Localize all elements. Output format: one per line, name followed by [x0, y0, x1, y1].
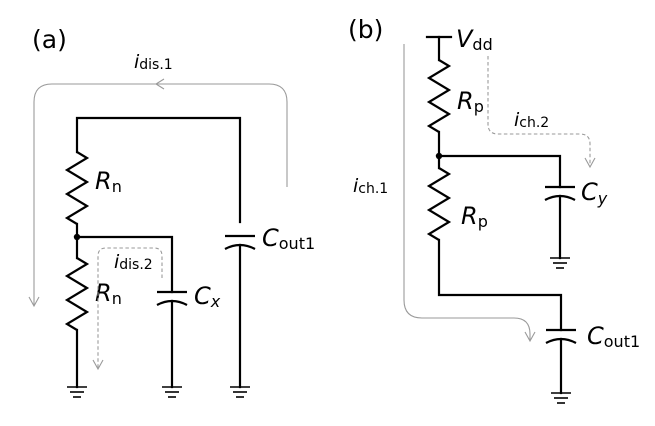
panel-a: (a) idis.1 Rn Rn idis.2	[28, 25, 315, 398]
idis1-label: idis.1	[134, 51, 173, 73]
idis2-arrow-down-icon	[92, 359, 104, 371]
panel-b: (b) Vdd ich.1 Rp ich.2 Rp	[348, 15, 640, 404]
ich2-arrow-down-icon	[584, 157, 596, 169]
rp-top-label: Rp	[457, 87, 484, 116]
ground-icon	[162, 386, 182, 398]
cx-label: Cx	[194, 282, 221, 311]
ich2-current-path	[487, 56, 591, 166]
ich1-arrow-down-icon	[524, 331, 536, 343]
ich1-label: ich.1	[353, 175, 388, 197]
idis1-arrow-left-icon	[154, 78, 165, 90]
ich1-current-path	[403, 44, 531, 340]
b-junction-dot	[435, 152, 443, 160]
ground-icon	[551, 392, 571, 404]
ground-icon	[230, 386, 250, 398]
idis1-current-path	[33, 83, 288, 305]
b-bottom-wire	[437, 238, 563, 332]
rp-bottom-resistor	[426, 167, 452, 241]
cy-label: Cy	[581, 178, 608, 208]
a-top-wire	[75, 116, 242, 224]
vdd-label: Vdd	[456, 25, 493, 54]
panel-b-label: (b)	[348, 15, 383, 44]
rn-bottom-label: Rn	[95, 279, 122, 308]
ich2-label: ich.2	[514, 109, 549, 131]
idis1-arrow-down-icon	[28, 296, 40, 308]
panel-a-label: (a)	[32, 25, 67, 54]
a-cout-label: Cout1	[262, 224, 315, 253]
b-mid-wire	[437, 130, 562, 189]
rn-top-label: Rn	[95, 167, 122, 196]
idis2-current-path	[97, 247, 163, 368]
rn-top-resistor	[64, 151, 90, 225]
a-mid-wire	[75, 222, 174, 294]
ground-icon	[550, 257, 570, 269]
b-cout-label: Cout1	[587, 322, 640, 351]
rp-top-resistor	[426, 59, 452, 133]
ground-icon	[67, 386, 87, 398]
rp-bottom-label: Rp	[461, 202, 488, 231]
idis2-label: idis.2	[114, 251, 153, 273]
rn-bottom-resistor	[64, 257, 90, 331]
a-junction-dot	[73, 233, 81, 241]
